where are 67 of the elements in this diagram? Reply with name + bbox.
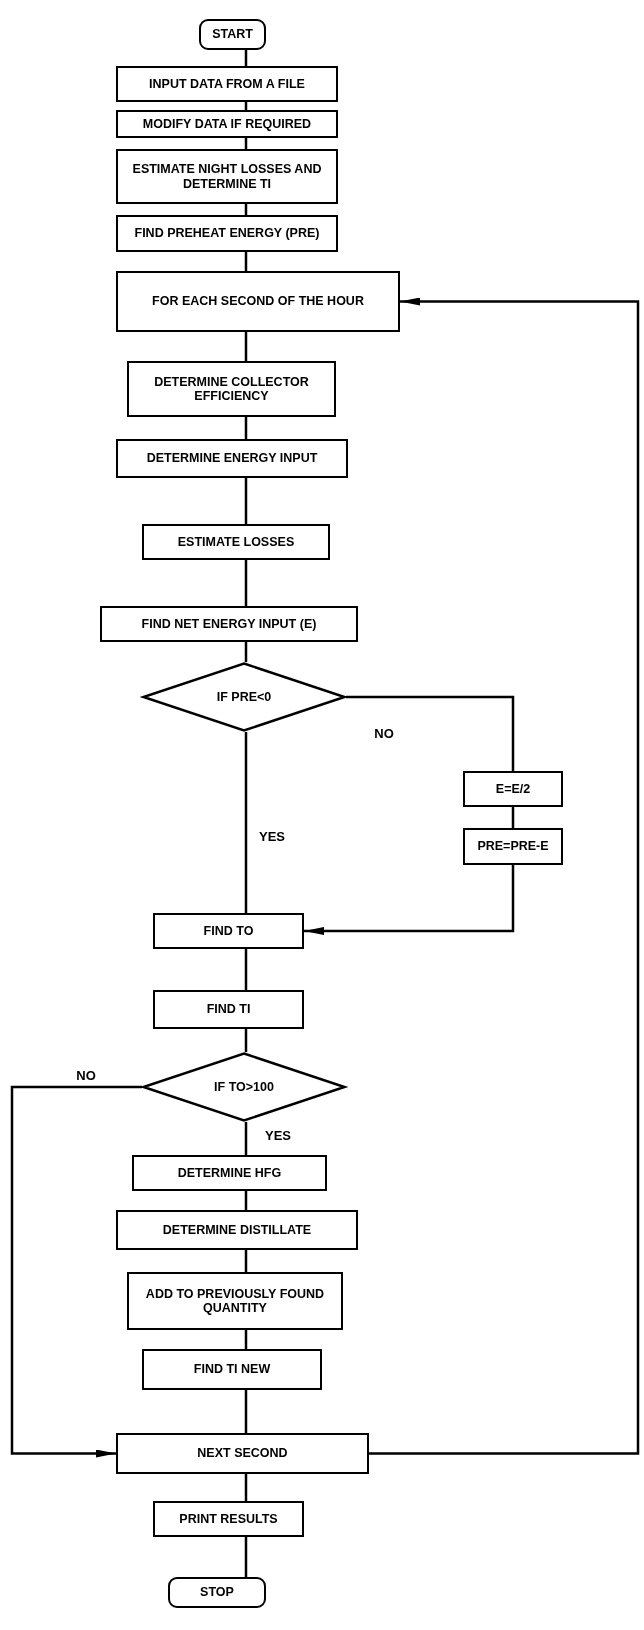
terminal-box: [168, 1577, 266, 1608]
arrow: [304, 865, 515, 935]
connector-line: [244, 732, 248, 913]
connector-line: [244, 1122, 248, 1155]
process-box: [116, 149, 338, 204]
process-box: [116, 439, 348, 478]
terminal-box: [199, 19, 266, 50]
step-text: MODIFY DATA IF REQUIRED: [142, 116, 312, 132]
process-box: [463, 771, 563, 807]
step-text: FIND TI NEW: [193, 1362, 271, 1377]
connector-line: [244, 1537, 248, 1577]
step-text: E=E/2: [495, 781, 531, 797]
connector-line: [346, 695, 515, 771]
connector-line: [244, 252, 248, 271]
connector-line: [244, 1330, 248, 1349]
connector-line: [244, 1029, 248, 1052]
process-box: [153, 990, 304, 1029]
step-text: FIND PREHEAT ENERGY (PRE): [134, 226, 320, 241]
step-text: INPUT DATA FROM A FILE: [149, 76, 305, 92]
step-text: FIND TI: [206, 1002, 251, 1017]
process-box: [142, 1349, 322, 1390]
process-box: [116, 110, 338, 138]
step-text: FIND NET ENERGY INPUT (E): [141, 616, 317, 632]
connector-line: [244, 478, 248, 524]
connector-line: [244, 332, 248, 361]
connector-line: [244, 1191, 248, 1210]
step-text: NEXT SECOND: [197, 1446, 288, 1461]
process-box: [116, 215, 338, 252]
step-text: ESTIMATE NIGHT LOSSES AND DETERMINE TI: [131, 162, 323, 191]
connector-line: [244, 560, 248, 606]
step-text: IF TO>100: [214, 1079, 274, 1095]
decision-diamond: [142, 662, 346, 732]
arrow: [10, 1085, 142, 1458]
decision-diamond: [142, 1052, 346, 1122]
process-box: [153, 913, 304, 949]
step-text: FOR EACH SECOND OF THE HOUR: [152, 294, 364, 309]
step-text: DETERMINE COLLECTOR EFFICIENCY: [153, 374, 310, 404]
step-text: FIND TO: [203, 923, 254, 939]
step-text: DETERMINE HFG: [177, 1165, 282, 1181]
connector-line: [244, 642, 248, 662]
step-text: ADD TO PREVIOUSLY FOUND QUANTITY: [144, 1286, 326, 1316]
process-box: [132, 1155, 327, 1191]
process-box: [116, 1433, 369, 1474]
step-text: START: [212, 27, 253, 42]
process-box: [116, 271, 400, 332]
connector-line: [244, 1390, 248, 1433]
process-box: [142, 524, 330, 560]
process-box: [116, 66, 338, 102]
step-text: PRE=PRE-E: [477, 839, 549, 854]
process-box: [463, 828, 563, 865]
process-box: [127, 361, 336, 417]
process-box: [127, 1272, 343, 1330]
connector-line: [244, 1250, 248, 1272]
connector-line: [244, 417, 248, 439]
process-box: [116, 1210, 358, 1250]
step-text: DETERMINE ENERGY INPUT: [146, 451, 318, 466]
step-text: STOP: [200, 1585, 234, 1600]
step-text: PRINT RESULTS: [179, 1511, 278, 1527]
step-text: ESTIMATE LOSSES: [177, 534, 295, 550]
step-text: IF PRE<0: [216, 689, 272, 705]
connector-line: [511, 807, 515, 828]
step-text: DETERMINE DISTILLATE: [162, 1222, 312, 1238]
connector-line: [244, 1474, 248, 1501]
process-box: [153, 1501, 304, 1537]
connector-line: [244, 949, 248, 990]
process-box: [100, 606, 358, 642]
arrow: [369, 297, 640, 1455]
